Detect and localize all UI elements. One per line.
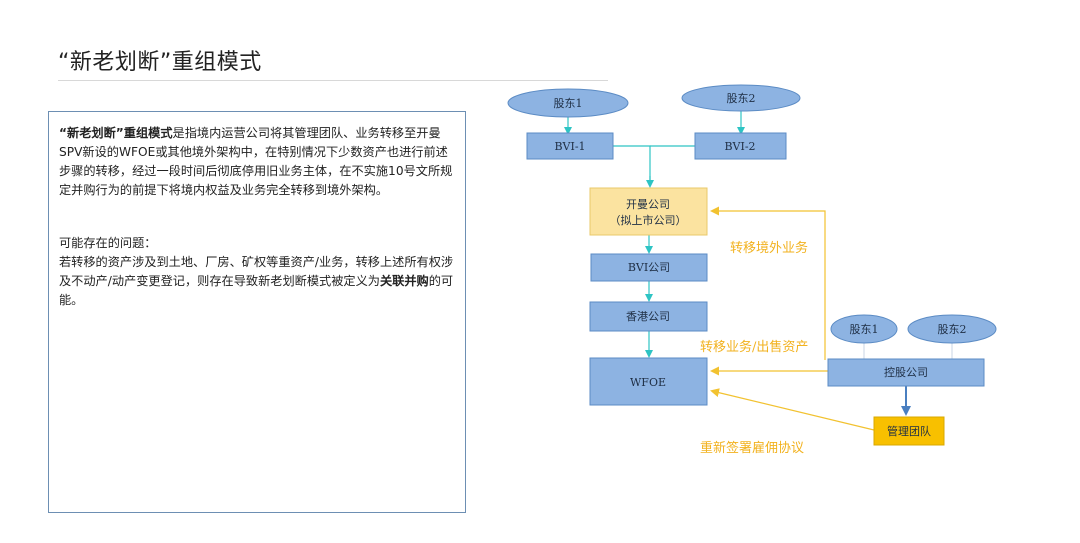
issues-bold: 关联并购 <box>379 274 429 288</box>
issues-text: 若转移的资产涉及到土地、厂房、矿权等重资产/业务，转移上述所有权涉及不动产/动产… <box>59 255 454 288</box>
shareholder1-label: 股东1 <box>554 97 583 110</box>
kaiman-label-1: 开曼公司 <box>626 198 670 211</box>
node-holding-company: 控股公司 <box>827 358 985 387</box>
node-kaiman: 开曼公司 （拟上市公司） <box>589 187 708 236</box>
node-shareholder2: 股东2 <box>681 84 801 112</box>
node-bvi-company: BVI公司 <box>590 253 708 282</box>
page-title: “新老划断”重组模式 <box>58 50 262 75</box>
node-wfoe: WFOE <box>589 357 708 406</box>
label-transfer-assets: 转移业务/出售资产 <box>700 339 808 355</box>
issues-tail: 的可能。 <box>59 274 454 307</box>
title-divider <box>58 80 608 81</box>
issues-heading: 可能存在的问题： <box>59 236 157 250</box>
description-box: “新老划断”重组模式是指境内运营公司将其管理团队、业务转移至开曼SPV新设的WF… <box>48 111 466 513</box>
shareholder2-label: 股东2 <box>727 92 756 105</box>
node-bvi2: BVI-2 <box>694 132 787 160</box>
bvi1-label: BVI-1 <box>554 140 585 153</box>
issues-paragraph: 若转移的资产涉及到土地、厂房、矿权等重资产/业务，转移上述所有权涉及不动产/动产… <box>59 253 455 310</box>
holding-shareholder1-label: 股东1 <box>850 323 879 336</box>
arrow-bvi1-kaiman <box>613 145 651 182</box>
label-transfer-overseas: 转移境外业务 <box>730 240 808 256</box>
definition-paragraph: “新老划断”重组模式是指境内运营公司将其管理团队、业务转移至开曼SPV新设的WF… <box>59 124 455 200</box>
kaiman-label-2: （拟上市公司） <box>610 213 687 227</box>
yellow-connectors <box>710 206 875 431</box>
node-management-team: 管理团队 <box>873 416 945 446</box>
holding-shareholder2-label: 股东2 <box>938 323 967 336</box>
bvi2-label: BVI-2 <box>724 140 755 153</box>
node-holding-shareholder1: 股东1 <box>830 314 898 344</box>
node-bvi1: BVI-1 <box>526 132 614 160</box>
teal-connectors <box>564 111 745 358</box>
node-hk-company: 香港公司 <box>589 301 708 332</box>
bvi-company-label: BVI公司 <box>628 261 670 274</box>
node-shareholder1: 股东1 <box>507 88 629 118</box>
arrow-transfer-overseas <box>710 206 826 360</box>
definition-text: 是指境内运营公司将其管理团队、业务转移至开曼SPV新设的WFOE或其他境外架构中… <box>59 126 453 197</box>
hk-company-label: 香港公司 <box>626 310 670 323</box>
definition-lead: “新老划断”重组模式 <box>59 126 173 140</box>
management-team-label: 管理团队 <box>887 424 931 438</box>
arrow-re-sign <box>710 388 875 431</box>
label-re-sign: 重新签署雇佣协议 <box>700 440 804 456</box>
holding-company-label: 控股公司 <box>884 365 928 379</box>
node-holding-shareholder2: 股东2 <box>907 314 997 344</box>
wfoe-label: WFOE <box>630 376 666 389</box>
holding-connectors <box>863 342 953 359</box>
